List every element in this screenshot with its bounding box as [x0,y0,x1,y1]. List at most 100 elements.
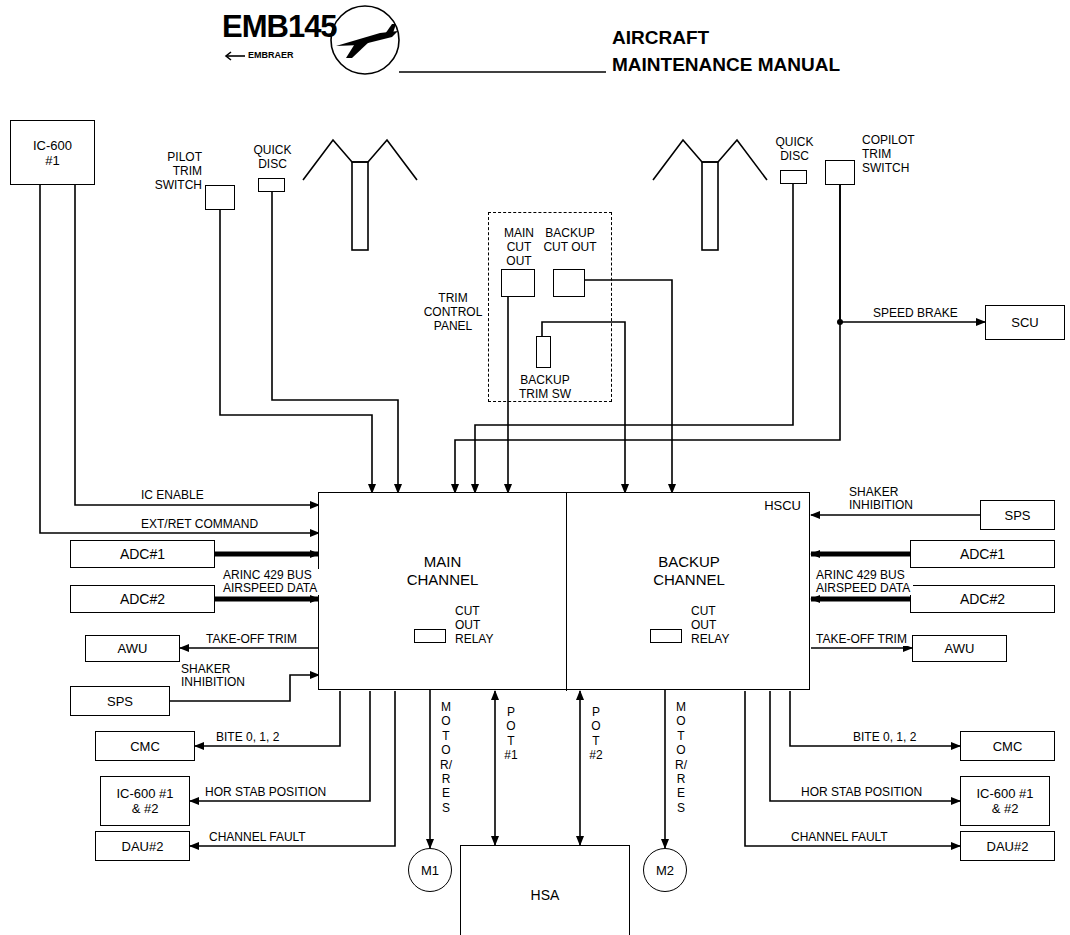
signal-label: HOR STAB POSITION [204,786,327,799]
logo-arrow-head [226,52,231,60]
logo-arrow [226,55,245,57]
signal-label: CHANNEL FAULT [790,831,889,844]
signal-line [745,691,960,846]
trim-control-panel: TRIM CONTROL PANELMAIN CUT OUTBACKUP CUT… [488,212,612,402]
signal-label: TAKE-OFF TRIM [815,633,908,646]
signal-label: BITE 0, 1, 2 [852,731,917,744]
box-label: CMC [993,739,1023,754]
display-box: IC-600 #1 & #2 [960,776,1050,826]
box-label: SPS [1004,508,1030,523]
signal-line [190,691,395,846]
signal-line [190,691,370,801]
box-label: AWU [945,641,975,656]
quick-disconnect: QUICK DISC [258,178,285,192]
box-label: IC-600 #1 [25,138,80,168]
outside-label: CUT OUT RELAY [691,604,743,646]
dau-box: DAU#2 [95,831,190,861]
signal-label: EXT/RET COMMAND [140,518,259,531]
hscu-box: HSCUMAIN CHANNELCUT OUT RELAYBACKUP CHAN… [318,492,810,690]
channel-region: MAIN CHANNEL CUT OUT RELAY [319,493,566,691]
quick-disconnect: QUICK DISC [780,170,807,184]
box-label: ADC#2 [960,591,1005,608]
signal-label: CHANNEL FAULT [208,831,307,844]
box-label: HSA [531,887,560,904]
signal-line [585,280,672,493]
header-rule [399,71,606,73]
adc-box: ADC#1 [910,540,1055,568]
box-label: M2 [656,863,674,878]
signal-line [195,691,340,746]
box-label: DAU#2 [987,839,1029,854]
box-label: BACKUP CHANNEL [642,553,737,589]
adc-box: ADC#2 [910,585,1055,613]
cmc-box: CMC [960,731,1055,761]
signal-line [770,691,960,801]
signal-label: SPEED BRAKE [872,307,959,320]
vertical-signal-label: MOTOR/RES [438,700,454,815]
channel-region: BACKUP CHANNEL CUT OUT RELAY [566,493,811,691]
vertical-signal-label: POT #2 [588,705,604,763]
outside-label: CUT OUT RELAY [455,604,507,646]
signal-line [455,185,840,493]
signal-line [811,552,910,557]
box-label: IC-600 #1 & #2 [116,786,174,816]
adc-box: ADC#1 [70,540,215,568]
box-label: IC-600 #1 & #2 [976,786,1034,816]
outside-label: QUICK DISC [771,135,818,163]
box-label: ADC#2 [120,591,165,608]
logo-plane [336,24,398,58]
cmc-box: CMC [95,731,195,761]
signal-line [40,185,319,533]
signal-line [220,210,372,493]
vertical-signal-label: POT #1 [503,705,519,763]
box-label: CMC [130,739,160,754]
cutout-switch: BACKUP CUT OUT [553,269,585,297]
trim-switch: PILOT TRIM SWITCH [205,185,235,210]
signal-line [215,597,319,602]
signal-line [811,597,910,602]
pilot-yoke [303,140,417,250]
signal-label: SHAKER INHIBITION [848,486,930,512]
signal-line [811,647,912,649]
signal-line [811,514,980,516]
backup-trim-switch: BACKUP TRIM SW [536,336,551,368]
box-label: HSCU [764,499,801,513]
maker-name: EMBRAER [248,50,294,61]
logo-wordmark: EMB145 [222,10,337,44]
box-label: ADC#1 [120,546,165,563]
trim-switch: COPILOT TRIM SWITCH [825,160,855,185]
signal-label: ARINC 429 BUS AIRSPEED DATA [815,569,913,595]
signal-line [507,297,509,493]
cutout-relay: CUT OUT RELAY [650,629,682,643]
box-label: MAIN CHANNEL [398,553,488,589]
outside-label: MAIN CUT OUT [498,226,540,268]
signal-label: ARINC 429 BUS AIRSPEED DATA [222,569,320,595]
outside-label: TRIM CONTROL PANEL [421,291,485,333]
motor-circle: M2 [643,848,687,892]
box-label: ADC#1 [960,546,1005,563]
logo-circle [331,6,399,74]
awu-box: AWU [912,635,1007,662]
signal-line [494,691,496,845]
signal-line [272,192,398,493]
outside-label: BACKUP CUT OUT [543,226,597,254]
outside-label: PILOT TRIM SWITCH [142,150,202,192]
manual-title: AIRCRAFT MAINTENANCE MANUAL [612,24,847,78]
cutout-switch: MAIN CUT OUT [501,269,535,297]
signal-line [840,185,985,322]
adc-box: ADC#2 [70,585,215,613]
dau-box: DAU#2 [960,831,1055,861]
sps-box: SPS [70,686,170,716]
signal-label: BITE 0, 1, 2 [215,731,280,744]
signal-line [790,691,960,746]
signal-line [215,552,319,557]
signal-line [75,185,319,505]
computer-box: IC-600 #1 [10,120,95,185]
motor-circle: M1 [408,848,452,892]
signal-line [579,691,581,845]
display-box: IC-600 #1 & #2 [100,776,190,826]
signal-label: IC ENABLE [140,489,205,502]
copilot-yoke [653,140,767,250]
vertical-signal-label: MOTOR/RES [673,700,689,815]
box-label: AWU [118,641,148,656]
